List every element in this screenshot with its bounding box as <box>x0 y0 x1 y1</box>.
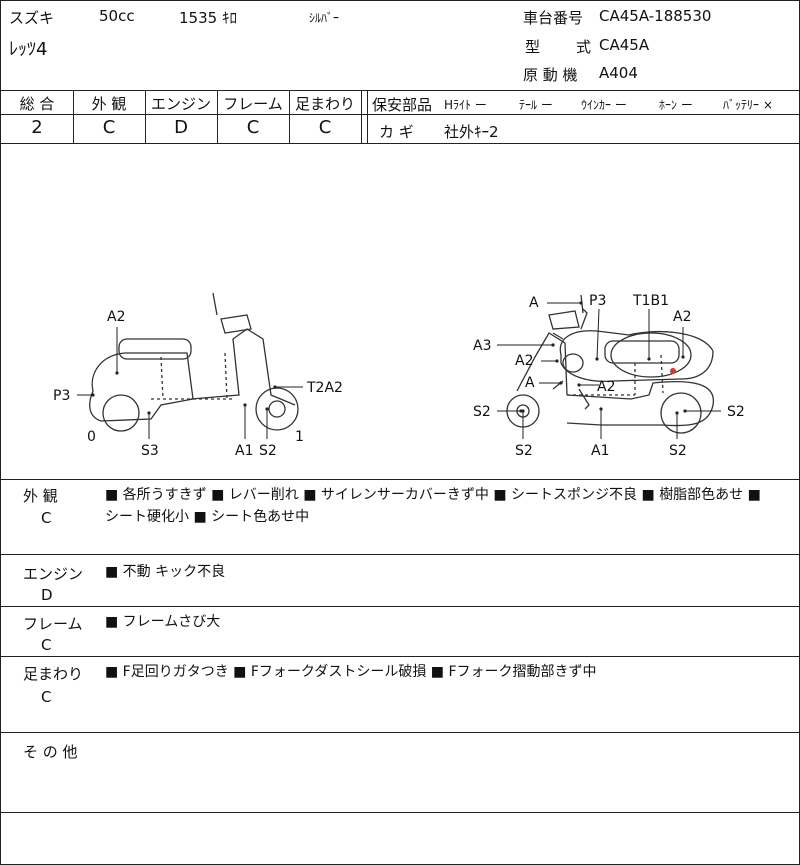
maker-name: スズキ <box>9 9 55 27</box>
engine-model-value: A404 <box>599 64 638 82</box>
diag-label: A3 <box>473 338 491 354</box>
diag-label: S2 <box>669 443 687 459</box>
right-scooter <box>506 294 714 434</box>
grade-overall: 2 <box>31 117 43 138</box>
diag-label: T2A2 <box>306 380 343 396</box>
section-title-suspension: 足まわり <box>23 665 84 683</box>
diag-label: S2 <box>515 443 533 459</box>
frame-number: CA45A-188530 <box>599 7 712 25</box>
diag-label: A2 <box>673 309 691 325</box>
note-line: ■ F足回りガタつき ■ Fフォークダストシール破損 ■ Fフォーク摺動部きず中 <box>105 664 597 680</box>
diag-label: 1 <box>295 429 304 445</box>
scooter-diagram: P3 T1B1 A2 A A2 A2 P3 T2A2 0 S3 A1 S2 1 … <box>53 292 745 459</box>
section-grade-frame: C <box>41 636 52 654</box>
section-grade-suspension: C <box>41 688 52 706</box>
section-title-engine: エンジン <box>23 565 84 583</box>
note-line: ■ 各所うすきず ■ レバー削れ ■ サイレンサーカバーきず中 ■ シートスポン… <box>105 487 761 503</box>
diag-label: A <box>525 375 535 391</box>
grade-header-frame: フレーム <box>223 95 283 113</box>
grade-header-suspension: 足まわり <box>294 95 355 113</box>
diag-label: A2 <box>515 353 533 369</box>
diag-label: T1B1 <box>632 293 669 309</box>
safety-winker: ｳｲﾝｶｰ ー <box>581 98 627 112</box>
section-grade-exterior: C <box>41 509 52 527</box>
diag-label: A2 <box>597 379 615 395</box>
section-notes-exterior: ■ 各所うすきず ■ レバー削れ ■ サイレンサーカバーきず中 ■ シートスポン… <box>105 484 761 528</box>
diag-label: A1 <box>235 443 253 459</box>
grade-suspension: C <box>318 117 332 138</box>
diag-label: S2 <box>473 404 491 420</box>
diag-label: A1 <box>591 443 609 459</box>
section-notes-frame: ■ フレームさび大 <box>105 611 220 633</box>
grade-header-exterior: 外 観 <box>91 95 127 113</box>
key-value: 社外ｷｰ2 <box>444 123 499 141</box>
section-grade-engine: D <box>41 586 53 604</box>
diag-label: P3 <box>53 388 70 404</box>
safety-taillight: ﾃｰﾙ ー <box>519 98 553 112</box>
displacement: 50cc <box>99 7 135 25</box>
engine-model-label: 原 動 機 <box>523 66 578 84</box>
diag-label: S3 <box>141 443 159 459</box>
safety-headlight: Hﾗｲﾄ ー <box>444 98 487 112</box>
grade-header-engine: エンジン <box>150 95 211 113</box>
grade-exterior: C <box>102 117 116 138</box>
safety-parts-label: 保安部品 <box>372 96 433 114</box>
note-line: ■ 不動 キック不良 <box>105 564 226 580</box>
diag-label: A2 <box>107 309 125 325</box>
type-value: CA45A <box>599 36 650 54</box>
type-label-b: 式 <box>576 38 592 56</box>
grade-engine: D <box>174 117 188 138</box>
frame-number-label: 車台番号 <box>523 9 584 27</box>
grade-header-overall: 総 合 <box>19 95 55 113</box>
section-title-frame: フレーム <box>23 615 83 633</box>
damage-marker <box>670 368 676 374</box>
key-label: カ ギ <box>379 123 414 141</box>
diag-label: P3 <box>589 293 606 309</box>
body-color: ｼﾙﾊﾞｰ <box>309 11 340 25</box>
top-view-scooter <box>552 308 714 410</box>
diag-label: A <box>529 295 539 311</box>
type-label-a: 型 <box>525 38 541 56</box>
section-title-exterior: 外 観 <box>23 487 58 505</box>
diag-label: S2 <box>259 443 277 459</box>
section-notes-engine: ■ 不動 キック不良 <box>105 561 225 583</box>
safety-battery: ﾊﾞｯﾃﾘｰ × <box>723 98 773 112</box>
section-title-other: そ の 他 <box>23 743 78 761</box>
safety-horn: ﾎｰﾝ ー <box>659 98 693 112</box>
mileage: 1535 ｷﾛ <box>179 9 237 27</box>
model-name: ﾚｯﾂ4 <box>9 39 48 60</box>
note-line: シート硬化小 ■ シート色あせ中 <box>105 509 310 525</box>
diag-label: S2 <box>727 404 745 420</box>
left-scooter <box>89 292 299 432</box>
note-line: ■ フレームさび大 <box>105 614 221 630</box>
grade-frame: C <box>246 117 260 138</box>
diag-label: 0 <box>87 429 96 445</box>
section-notes-suspension: ■ F足回りガタつき ■ Fフォークダストシール破損 ■ Fフォーク摺動部きず中 <box>105 661 597 683</box>
